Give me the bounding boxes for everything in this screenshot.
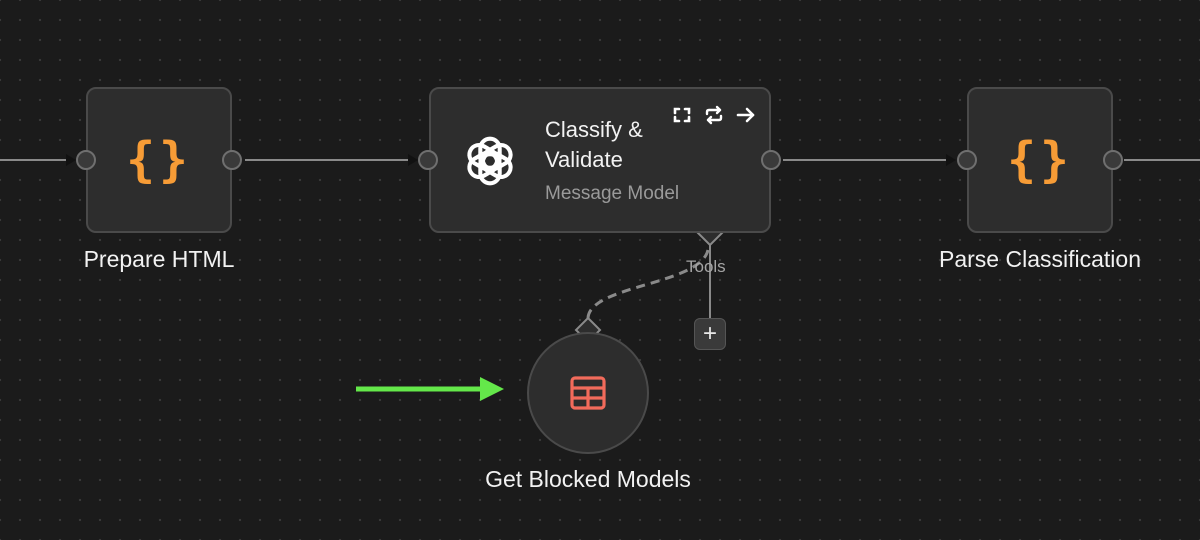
node-subtitle-message-model: Message Model (545, 183, 680, 204)
focus-icon[interactable] (671, 104, 693, 126)
edge-prepare-to-classify-arrowhead (408, 154, 418, 166)
prepare-html-output-port[interactable] (222, 150, 242, 170)
classify-input-port[interactable] (418, 150, 438, 170)
parse-classification-input-port[interactable] (957, 150, 977, 170)
tools-label: Tools (686, 257, 726, 276)
braces-icon: {} (1007, 132, 1073, 188)
node-label-prepare-html: Prepare HTML (83, 246, 235, 272)
node-label-parse-classification: Parse Classification (939, 246, 1141, 272)
node-get-blocked-models[interactable] (527, 332, 649, 454)
add-tool-button[interactable]: + (694, 318, 726, 350)
node-title-classify-validate: Classify & Validate (545, 117, 643, 172)
braces-icon: {} (126, 132, 192, 188)
refresh-icon[interactable] (703, 104, 725, 126)
node-label-get-blocked-models: Get Blocked Models (485, 466, 691, 492)
arrow-right-icon[interactable] (735, 104, 757, 126)
node-prepare-html[interactable]: {} (86, 87, 232, 233)
node-parse-classification[interactable]: {} (967, 87, 1113, 233)
parse-classification-output-port[interactable] (1103, 150, 1123, 170)
edge-classify-to-parse-arrowhead (946, 154, 956, 166)
highlight-arrow (356, 377, 504, 401)
edge-left-in-arrowhead (66, 154, 76, 166)
openai-icon (467, 136, 513, 186)
classify-output-port[interactable] (761, 150, 781, 170)
node-classify-validate[interactable]: Classify & Validate Message Model (429, 87, 771, 233)
prepare-html-input-port[interactable] (76, 150, 96, 170)
table-icon (570, 376, 606, 410)
